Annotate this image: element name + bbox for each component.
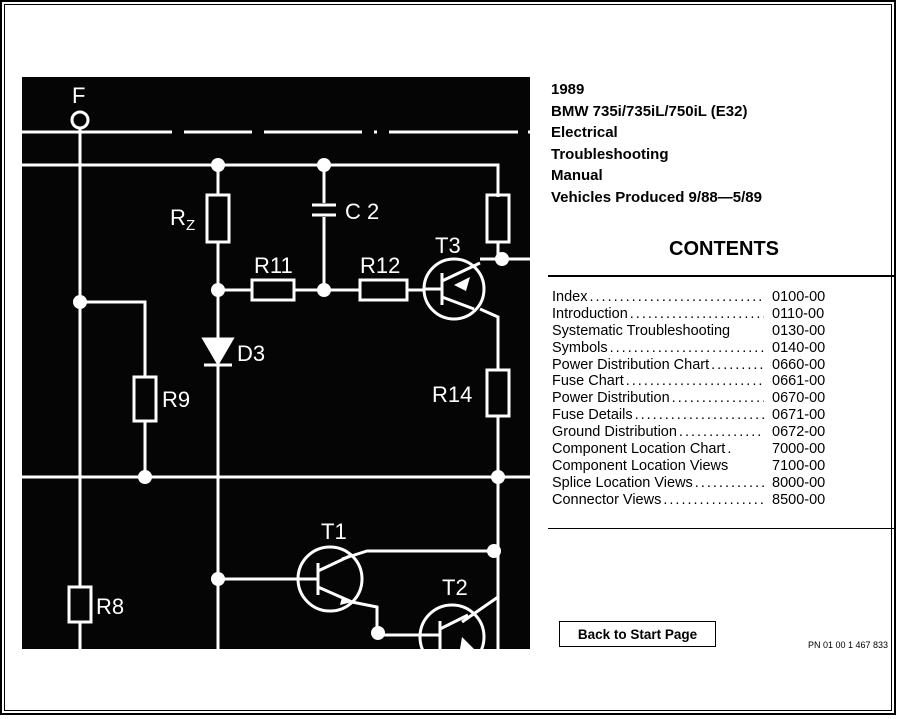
transistor-t1	[296, 545, 364, 613]
toc-item-title: Index	[552, 289, 588, 305]
back-to-start-button[interactable]: Back to Start Page	[559, 621, 716, 647]
title-line-electrical: Electrical	[551, 124, 618, 142]
transistor-t2	[418, 603, 486, 649]
toc-item-number: 8500-00	[772, 491, 826, 508]
resistor-rz	[205, 193, 231, 244]
contents-bottom-rule	[548, 528, 894, 529]
resistor-r9	[132, 375, 158, 423]
label-c2: C 2	[345, 199, 379, 224]
label-r14: R14	[432, 382, 472, 407]
manual-title-block: 1989 BMW 735i/735iL/750iL (E32) Electric…	[551, 79, 891, 209]
toc-item-number: 0671-00	[772, 407, 826, 424]
contents-top-rule	[548, 275, 894, 277]
toc-item-number: 0110-00	[772, 305, 825, 322]
toc-item-number: 0672-00	[772, 424, 826, 441]
toc-item-power-distribution[interactable]: Power Distribution .....................…	[552, 390, 842, 407]
label-d3: D3	[237, 341, 265, 366]
label-t3: T3	[435, 233, 461, 258]
label-r12: R12	[360, 253, 400, 278]
label-t2: T2	[442, 575, 468, 600]
toc-item-title: Splice Location Views	[552, 474, 693, 491]
resistor-r8	[67, 585, 93, 624]
toc-leader: .............................	[589, 289, 764, 305]
label-f: F	[72, 83, 85, 108]
toc-item-title: Symbols	[552, 339, 608, 356]
toc-item-systematic-troubleshooting[interactable]: Systematic Troubleshooting 0130-00	[552, 323, 842, 340]
title-line-manual: Manual	[551, 167, 603, 185]
toc-item-title: Fuse Details	[552, 407, 633, 424]
toc-leader: .............................	[694, 474, 764, 491]
toc-item-number: 0130-00	[772, 322, 826, 339]
label-r8: R8	[96, 594, 124, 619]
toc-item-index[interactable]: Index ............................. 0100…	[552, 289, 842, 306]
top-bus	[22, 163, 500, 197]
resistor-top-right	[485, 193, 511, 244]
label-rz-sub: Z	[186, 217, 195, 234]
toc-item-ground-distribution[interactable]: Ground Distribution ....................…	[552, 424, 842, 441]
label-r9: R9	[162, 387, 190, 412]
toc-item-component-location-chart[interactable]: Component Location Chart . 7000-00	[552, 441, 842, 458]
toc-item-title: Component Location Chart	[552, 441, 726, 458]
toc-item-number: 7100-00	[772, 457, 826, 474]
resistor-r11	[250, 278, 296, 302]
toc-leader: .............................	[671, 390, 764, 407]
toc-item-number: 8000-00	[772, 474, 826, 491]
toc-item-symbols[interactable]: Symbols ............................. 01…	[552, 340, 842, 357]
toc-item-title: Ground Distribution	[552, 424, 677, 441]
toc-leader: .	[727, 441, 734, 458]
label-r11: R11	[254, 253, 293, 278]
toc-item-title: Component Location Views	[552, 457, 729, 474]
circuit-schematic: F R Z C 2 R11 R12 T3 D3 R9 R14 T1 T2 R8	[22, 77, 530, 649]
toc-leader	[728, 458, 764, 475]
diode-d3	[201, 337, 235, 367]
contents-heading: CONTENTS	[669, 238, 779, 260]
toc-item-number: 0660-00	[772, 356, 826, 373]
title-year: 1989	[551, 81, 585, 98]
toc-leader: .............................	[634, 407, 764, 424]
toc-item-title: Fuse Chart	[552, 373, 624, 390]
terminal-f	[70, 110, 90, 130]
toc-item-title: Connector Views	[552, 491, 662, 508]
toc-leader: .............................	[663, 491, 764, 508]
toc-item-title: Introduction	[552, 305, 628, 322]
toc-item-number: 7000-00	[772, 441, 826, 458]
toc-leader: .............................	[678, 424, 764, 441]
resistor-r12	[358, 278, 409, 302]
toc-item-title: Power Distribution Chart	[552, 356, 710, 373]
toc-leader: .............................	[625, 373, 764, 390]
title-line-troubleshooting: Troubleshooting	[551, 145, 669, 163]
toc-item-number: 0140-00	[772, 339, 826, 356]
toc-leader: .............................	[629, 305, 764, 322]
title-model: BMW 735i/735iL/750iL (E32)	[551, 102, 748, 120]
label-rz: R	[170, 205, 186, 230]
label-t1: T1	[321, 519, 347, 544]
toc-leader	[730, 323, 764, 340]
toc-item-power-distribution-chart[interactable]: Power Distribution Chart ...............…	[552, 357, 842, 374]
title-production-range: Vehicles Produced 9/88—5/89	[551, 188, 762, 206]
toc-item-connector-views[interactable]: Connector Views ........................…	[552, 492, 842, 509]
toc-item-number: 0670-00	[772, 390, 826, 407]
toc-item-title: Systematic Troubleshooting	[552, 322, 731, 339]
toc-item-component-location-views[interactable]: Component Location Views 7100-00	[552, 458, 842, 475]
part-number: PN 01 00 1 467 833	[808, 640, 889, 650]
toc-item-fuse-details[interactable]: Fuse Details ...........................…	[552, 407, 842, 424]
toc-leader: .............................	[609, 339, 764, 356]
toc-item-number: 0661-00	[772, 373, 826, 390]
toc-item-splice-location-views[interactable]: Splice Location Views ..................…	[552, 475, 842, 492]
resistor-r14	[485, 368, 511, 418]
contents-list: Index ............................. 0100…	[552, 289, 842, 509]
toc-leader: .............................	[711, 356, 764, 373]
toc-item-title: Power Distribution	[552, 390, 670, 407]
toc-item-number: 0100-00	[772, 289, 826, 305]
toc-item-fuse-chart[interactable]: Fuse Chart .............................…	[552, 373, 842, 390]
toc-item-introduction[interactable]: Introduction ...........................…	[552, 306, 842, 323]
